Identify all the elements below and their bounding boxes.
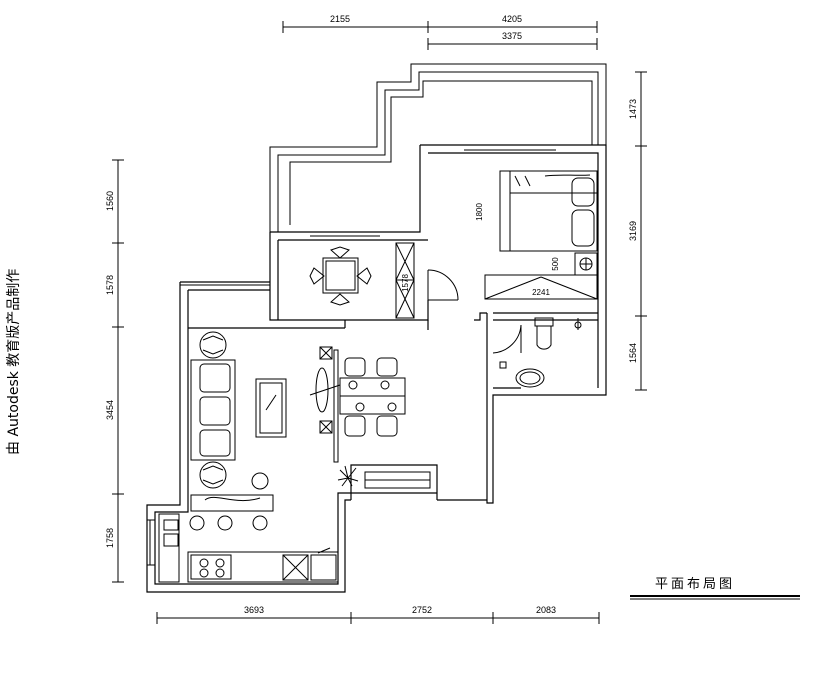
- bathroom-fixtures: [499, 317, 582, 388]
- sofa: [190, 359, 236, 461]
- balcony: [269, 63, 607, 232]
- plan-title: 平面布局图: [655, 577, 735, 592]
- dim-bottom-1: 3693: [244, 605, 264, 615]
- dining-table: [339, 357, 406, 437]
- dim-top-2: 4205: [502, 14, 522, 24]
- kitchen-bar: [189, 472, 274, 531]
- dim-right-1: 1473: [628, 99, 638, 119]
- wardrobe-label: 2241: [532, 288, 550, 297]
- dim-left-3: 3454: [105, 400, 115, 420]
- study-cabinet: [395, 242, 415, 319]
- coffee-table: [255, 378, 287, 438]
- dim-bottom-3: 2083: [536, 605, 556, 615]
- dimension-lines: [112, 21, 647, 624]
- dim-top-1: 2155: [330, 14, 350, 24]
- watermark-text: 由 Autodesk 教育版产品制作: [6, 269, 22, 455]
- windows: [147, 144, 556, 566]
- dim-left-2: 1578: [105, 275, 115, 295]
- dim-left-1: 1560: [105, 191, 115, 211]
- wardrobe: [484, 274, 598, 300]
- dim-right-2: 3169: [628, 221, 638, 241]
- dim-right-3: 1564: [628, 343, 638, 363]
- bed-size-label: 1800: [475, 203, 484, 221]
- nightstand: [574, 252, 598, 276]
- armchairs: [199, 331, 227, 489]
- dim-top-3: 3375: [502, 31, 522, 41]
- bed: [499, 170, 598, 252]
- dining-table-small: [309, 246, 372, 306]
- kitchen-counter: [158, 513, 339, 583]
- tv-cabinet: [309, 346, 341, 463]
- doors: [427, 269, 522, 354]
- dim-left-4: 1758: [105, 528, 115, 548]
- dimension-labels: 2155 4205 3375 1473 3169 1564 1560 1578 …: [105, 14, 638, 615]
- nightstand-label: 500: [551, 257, 560, 271]
- cabinet-label: 1578: [401, 274, 410, 292]
- dim-bottom-2: 2752: [412, 605, 432, 615]
- plant: [337, 465, 359, 487]
